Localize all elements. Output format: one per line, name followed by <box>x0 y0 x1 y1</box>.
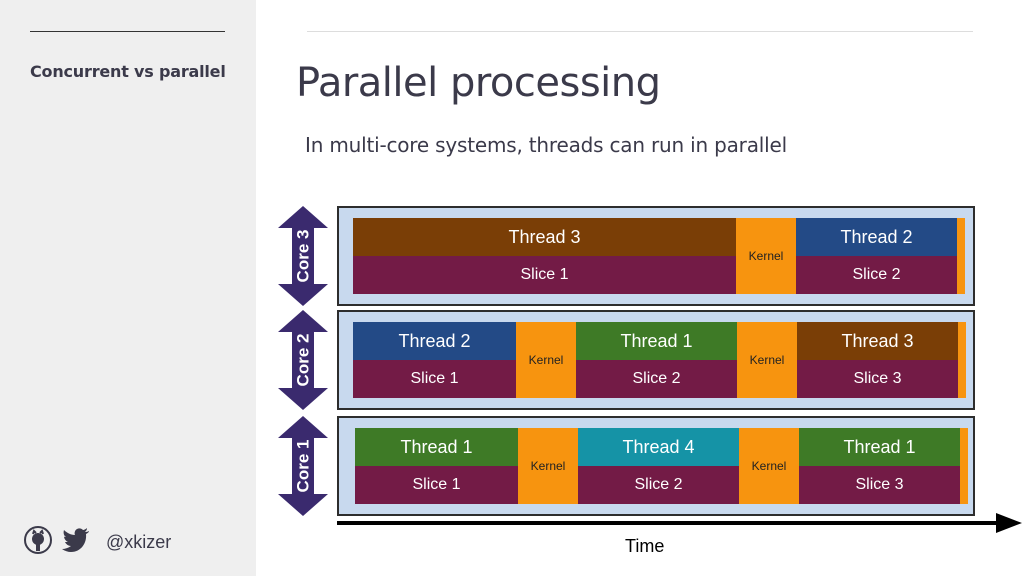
kernel-block: Kernel <box>737 322 797 398</box>
slice-label: Slice 2 <box>796 256 957 294</box>
social-footer: @xkizer <box>24 525 172 559</box>
slice-label: Slice 3 <box>797 360 958 398</box>
time-axis-arrowhead <box>996 513 1022 533</box>
github-icon[interactable] <box>24 525 52 559</box>
slice-label: Slice 1 <box>353 360 516 398</box>
thread-label: Thread 2 <box>353 322 516 360</box>
kernel-block: Kernel <box>516 322 576 398</box>
kernel-sliver <box>958 322 966 398</box>
kernel-sliver <box>960 428 968 504</box>
kernel-sliver <box>957 218 965 294</box>
thread-label: Thread 3 <box>797 322 958 360</box>
core-arrow-1: Core 1 <box>278 416 328 516</box>
time-axis-line <box>337 521 1002 525</box>
thread-label: Thread 1 <box>576 322 737 360</box>
slice-label: Slice 1 <box>355 466 518 504</box>
sidebar: Concurrent vs parallel @xkizer <box>0 0 256 576</box>
slide-title: Parallel processing <box>296 60 661 106</box>
header-divider <box>307 31 973 32</box>
section-title: Concurrent vs parallel <box>30 62 226 81</box>
twitter-handle[interactable]: @xkizer <box>106 531 172 552</box>
thread-label: Thread 3 <box>353 218 736 256</box>
thread-label: Thread 2 <box>796 218 957 256</box>
slice-label: Slice 3 <box>799 466 960 504</box>
core-label: Core 3 <box>293 229 313 283</box>
kernel-block: Kernel <box>736 218 796 294</box>
core-label: Core 2 <box>293 333 313 387</box>
slice-label: Slice 2 <box>578 466 739 504</box>
time-axis-label: Time <box>625 536 665 556</box>
twitter-icon[interactable] <box>62 527 90 558</box>
thread-label: Thread 4 <box>578 428 739 466</box>
slice-label: Slice 2 <box>576 360 737 398</box>
sidebar-divider <box>30 31 225 32</box>
core-label: Core 1 <box>293 439 313 493</box>
thread-label: Thread 1 <box>799 428 960 466</box>
slice-label: Slice 1 <box>353 256 736 294</box>
slide-subtitle: In multi-core systems, threads can run i… <box>305 133 787 157</box>
core-arrow-3: Core 3 <box>278 206 328 306</box>
core-arrow-2: Core 2 <box>278 310 328 410</box>
kernel-block: Kernel <box>518 428 578 504</box>
kernel-block: Kernel <box>739 428 799 504</box>
thread-label: Thread 1 <box>355 428 518 466</box>
